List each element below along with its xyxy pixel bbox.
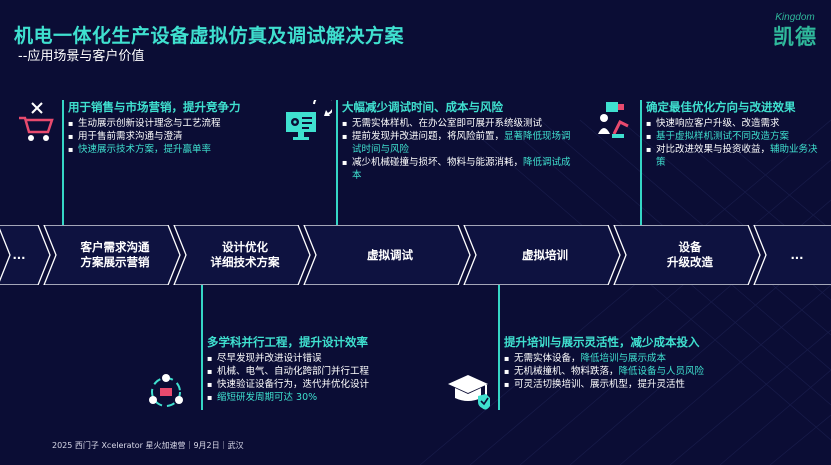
connector-debug	[336, 100, 338, 228]
box-design-heading: 多学科并行工程，提升设计效率	[207, 335, 368, 349]
chevron-step-2	[173, 225, 311, 285]
footer-text: 2025 西门子 Xcelerator 星火加速营｜9月2日｜武汉	[52, 441, 244, 450]
list-item: 用于售前需求沟通与澄清	[68, 130, 288, 143]
list-item: 可灵活切换培训、展示机型，提升灵活性	[504, 378, 764, 391]
box-debug: 大幅减少调试时间、成本与风险 无需实体样机、在办公室即可展开系统级测试 提前发现…	[342, 101, 572, 182]
team-collaboration-icon	[149, 374, 183, 407]
list-item: 快速响应客户升级、改造需求	[646, 117, 821, 130]
chevron-step-1	[43, 225, 181, 285]
list-item: 减少机械碰撞与损坏、物料与能源消耗，降低调试成本	[342, 156, 572, 182]
step-label-0: ...	[12, 247, 26, 262]
connector-design	[201, 282, 203, 410]
step-label-1: 客户需求沟通 方案展示营销	[80, 240, 150, 269]
graduation-cap-icon	[448, 375, 490, 410]
box-training: 提升培训与展示灵活性，减少成本投入 无需实体设备，降低培训与展示成本 无机械撞机…	[504, 335, 764, 392]
box-sales-heading: 用于销售与市场营销，提升竞争力	[68, 100, 241, 114]
page-title: 机电一体化生产设备虚拟仿真及调试解决方案	[14, 25, 405, 47]
list-item: 基于虚拟样机测试不同改造方案	[646, 130, 821, 143]
kingdom-logo: Kingdom 凯德	[773, 12, 817, 51]
list-item: 快速展示技术方案，提升赢单率	[68, 143, 288, 156]
list-item: 尽早发现并改进设计错误	[207, 352, 437, 365]
chevron-step-6	[753, 225, 831, 285]
step-label-3: 虚拟调试	[367, 247, 413, 262]
monitor-gear-icon	[286, 100, 332, 140]
list-item: 无需实体样机、在办公室即可展开系统级测试	[342, 117, 572, 130]
step-label-2: 设计优化 详细技术方案	[210, 240, 280, 269]
shopping-cart-icon	[19, 102, 54, 141]
connector-sales	[62, 100, 64, 228]
chevron-step-0	[0, 225, 51, 285]
connector-optimize	[640, 100, 642, 228]
step-label-5: 设备 升级改造	[667, 240, 713, 269]
list-item: 对比改进效果与投资收益，辅助业务决策	[646, 143, 821, 169]
list-item: 无机械撞机、物料跌落，降低设备与人员风险	[504, 365, 764, 378]
step-label-6: ...	[790, 247, 804, 262]
process-flow	[0, 225, 831, 285]
chevron-step-3	[303, 225, 471, 285]
list-item: 机械、电气、自动化跨部门并行工程	[207, 365, 437, 378]
box-optimize: 确定最佳优化方向与改进效果 快速响应客户升级、改造需求 基于虚拟样机测试不同改造…	[646, 101, 821, 169]
list-item: 缩短研发周期可达 30%	[207, 391, 437, 404]
page-subtitle: --应用场景与客户价值	[18, 49, 145, 64]
chevron-step-5	[613, 225, 761, 285]
box-design: 多学科并行工程，提升设计效率 尽早发现并改进设计错误 机械、电气、自动化跨部门并…	[207, 335, 437, 405]
step-label-4: 虚拟培训	[522, 247, 568, 262]
logo-cn: 凯德	[773, 25, 817, 49]
list-item: 无需实体设备，降低培训与展示成本	[504, 352, 764, 365]
box-training-heading: 提升培训与展示灵活性，减少成本投入	[504, 335, 700, 349]
list-item: 提前发现并改进问题，将风险前置，显著降低现场调试时间与风险	[342, 130, 572, 156]
chevron-step-4	[463, 225, 621, 285]
list-item: 生动展示创新设计理念与工艺流程	[68, 117, 288, 130]
robot-arm-icon	[598, 102, 629, 138]
box-optimize-heading: 确定最佳优化方向与改进效果	[646, 100, 796, 114]
logo-en: Kingdom	[775, 12, 815, 23]
box-sales: 用于销售与市场营销，提升竞争力 生动展示创新设计理念与工艺流程 用于售前需求沟通…	[68, 100, 288, 157]
list-item: 快速验证设备行为，迭代并优化设计	[207, 378, 437, 391]
connector-training	[498, 282, 500, 410]
box-debug-heading: 大幅减少调试时间、成本与风险	[342, 100, 503, 114]
